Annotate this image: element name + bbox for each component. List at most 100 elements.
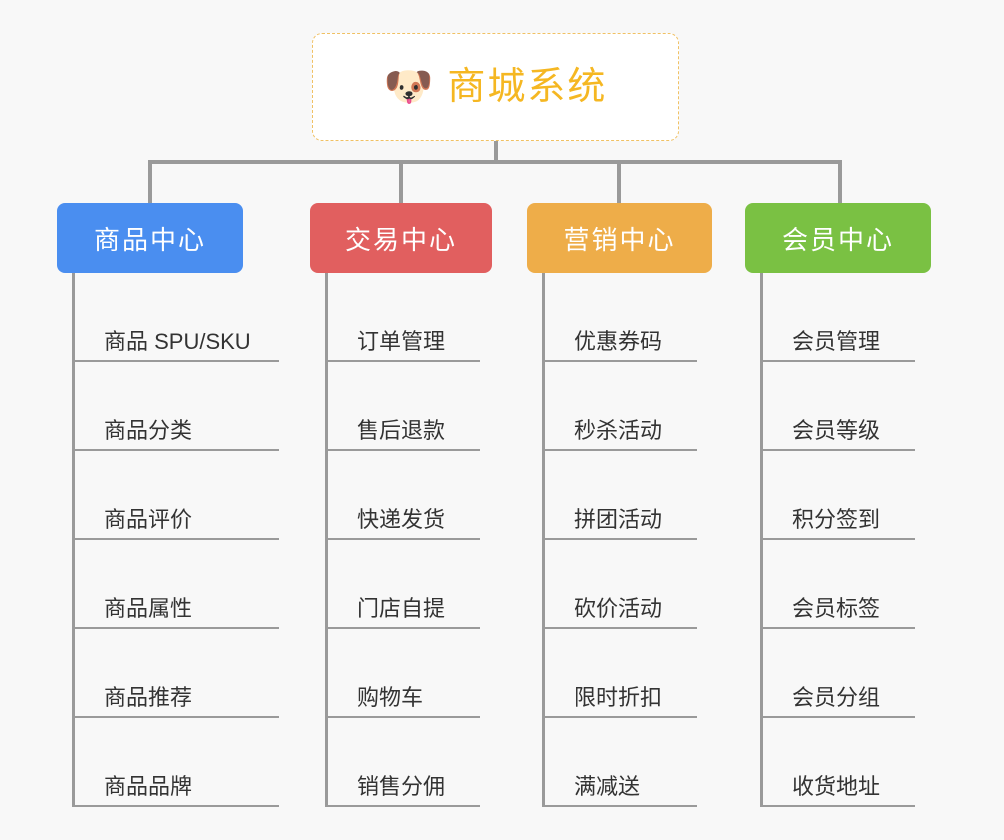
leaf-item-label: 积分签到 <box>792 507 881 532</box>
leaf-item-underline <box>542 360 697 362</box>
connector-spine <box>760 273 763 807</box>
leaf-item[interactable]: 秒杀活动 <box>542 362 712 451</box>
leaf-item-label: 会员管理 <box>792 329 881 354</box>
connector-drop-2 <box>399 160 403 205</box>
leaf-item[interactable]: 商品属性 <box>72 540 279 629</box>
leaf-item-underline <box>760 449 915 451</box>
leaf-item[interactable]: 限时折扣 <box>542 629 712 718</box>
category-box[interactable]: 交易中心 <box>310 203 492 273</box>
dog-face-icon: 🐶 <box>383 65 434 109</box>
leaf-item-label: 砍价活动 <box>574 596 663 621</box>
leaf-list: 会员管理会员等级积分签到会员标签会员分组收货地址 <box>760 273 931 807</box>
leaf-item[interactable]: 门店自提 <box>325 540 492 629</box>
leaf-item-label: 秒杀活动 <box>574 418 663 443</box>
connector-drop-1 <box>148 160 152 205</box>
category-label: 交易中心 <box>344 224 457 255</box>
leaf-item-label: 门店自提 <box>357 596 446 621</box>
leaf-item[interactable]: 购物车 <box>325 629 492 718</box>
leaf-item-underline <box>325 449 480 451</box>
leaf-item-underline <box>760 805 915 807</box>
leaf-item-underline <box>542 449 697 451</box>
category-box[interactable]: 会员中心 <box>745 203 931 273</box>
leaf-item-underline <box>72 805 279 807</box>
leaf-item[interactable]: 收货地址 <box>760 718 931 807</box>
connector-drop-3 <box>617 160 621 205</box>
leaf-item[interactable]: 拼团活动 <box>542 451 712 540</box>
leaf-item-label: 商品评价 <box>104 507 193 532</box>
leaf-item[interactable]: 积分签到 <box>760 451 931 540</box>
leaf-item-underline <box>542 627 697 629</box>
leaf-item-underline <box>760 627 915 629</box>
leaf-item[interactable]: 快递发货 <box>325 451 492 540</box>
leaf-item-underline <box>72 716 279 718</box>
leaf-item-label: 快递发货 <box>357 507 446 532</box>
leaf-item-underline <box>542 538 697 540</box>
leaf-item-label: 满减送 <box>574 774 641 799</box>
leaf-item[interactable]: 商品分类 <box>72 362 279 451</box>
leaf-item-underline <box>325 716 480 718</box>
leaf-item-underline <box>542 716 697 718</box>
category-box[interactable]: 商品中心 <box>57 203 243 273</box>
leaf-item[interactable]: 会员分组 <box>760 629 931 718</box>
leaf-list: 商品 SPU/SKU 商品分类商品评价商品属性商品推荐商品品牌 <box>72 273 279 807</box>
branch-column: 商品中心商品 SPU/SKU 商品分类商品评价商品属性商品推荐商品品牌 <box>57 203 279 807</box>
connector-spine <box>325 273 328 807</box>
leaf-item[interactable]: 满减送 <box>542 718 712 807</box>
leaf-item-label: 销售分佣 <box>357 774 446 799</box>
leaf-item[interactable]: 商品 SPU/SKU <box>72 273 279 362</box>
leaf-item[interactable]: 售后退款 <box>325 362 492 451</box>
leaf-list: 优惠券码秒杀活动拼团活动砍价活动限时折扣满减送 <box>542 273 712 807</box>
leaf-item-label: 优惠券码 <box>574 329 663 354</box>
leaf-item-label: 会员标签 <box>792 596 881 621</box>
leaf-item[interactable]: 商品品牌 <box>72 718 279 807</box>
leaf-item[interactable]: 优惠券码 <box>542 273 712 362</box>
connector-horizontal-bus <box>148 160 842 164</box>
leaf-item-underline <box>760 716 915 718</box>
category-label: 商品中心 <box>93 224 206 255</box>
connector-spine <box>542 273 545 807</box>
leaf-item[interactable]: 会员管理 <box>760 273 931 362</box>
leaf-item-underline <box>72 538 279 540</box>
leaf-item-underline <box>760 360 915 362</box>
leaf-item[interactable]: 砍价活动 <box>542 540 712 629</box>
branch-column: 交易中心订单管理售后退款快递发货门店自提购物车销售分佣 <box>310 203 492 807</box>
leaf-item[interactable]: 商品评价 <box>72 451 279 540</box>
leaf-item-underline <box>325 538 480 540</box>
leaf-item-underline <box>760 538 915 540</box>
leaf-item-label: 购物车 <box>357 685 424 710</box>
leaf-item[interactable]: 订单管理 <box>325 273 492 362</box>
leaf-item-label: 商品属性 <box>104 596 193 621</box>
leaf-item-label: 商品推荐 <box>104 685 193 710</box>
leaf-item-label: 售后退款 <box>357 418 446 443</box>
root-node-shop-system[interactable]: 🐶 商城系统 <box>312 33 679 141</box>
leaf-item-label: 拼团活动 <box>574 507 663 532</box>
leaf-item-label: 会员等级 <box>792 418 881 443</box>
leaf-item[interactable]: 会员标签 <box>760 540 931 629</box>
leaf-item-label: 收货地址 <box>792 774 881 799</box>
leaf-item-label: 商品分类 <box>104 418 193 443</box>
leaf-list: 订单管理售后退款快递发货门店自提购物车销售分佣 <box>325 273 492 807</box>
leaf-item-underline <box>72 449 279 451</box>
leaf-item-underline <box>325 627 480 629</box>
leaf-item-label: 会员分组 <box>792 685 881 710</box>
category-box[interactable]: 营销中心 <box>527 203 712 273</box>
leaf-item-label: 商品 SPU/SKU <box>104 329 251 354</box>
leaf-item-underline <box>72 360 279 362</box>
root-node-title: 商城系统 <box>447 66 608 108</box>
connector-root-stem <box>494 141 498 164</box>
leaf-item[interactable]: 销售分佣 <box>325 718 492 807</box>
branch-column: 会员中心会员管理会员等级积分签到会员标签会员分组收货地址 <box>745 203 931 807</box>
connector-spine <box>72 273 75 807</box>
branch-column: 营销中心优惠券码秒杀活动拼团活动砍价活动限时折扣满减送 <box>527 203 712 807</box>
leaf-item-underline <box>325 805 480 807</box>
leaf-item[interactable]: 会员等级 <box>760 362 931 451</box>
leaf-item-label: 商品品牌 <box>104 774 193 799</box>
leaf-item[interactable]: 商品推荐 <box>72 629 279 718</box>
leaf-item-label: 限时折扣 <box>574 685 663 710</box>
leaf-item-underline <box>542 805 697 807</box>
leaf-item-label: 订单管理 <box>357 329 446 354</box>
leaf-item-underline <box>325 360 480 362</box>
connector-drop-4 <box>838 160 842 205</box>
category-label: 营销中心 <box>563 224 676 255</box>
